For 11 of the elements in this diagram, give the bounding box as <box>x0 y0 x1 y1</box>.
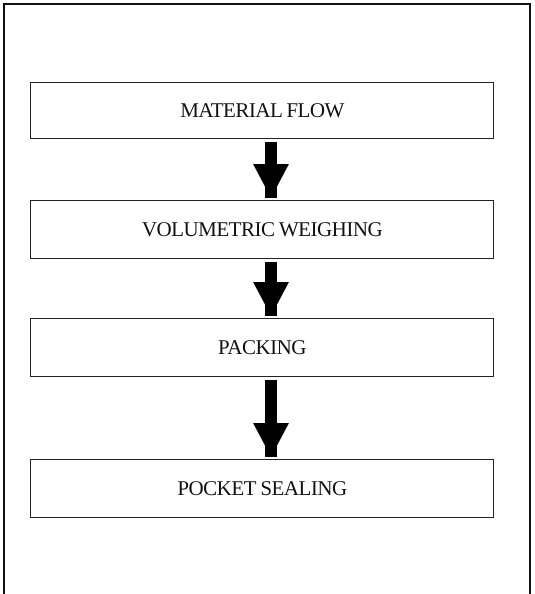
arrow <box>253 380 289 457</box>
process-box <box>30 459 494 518</box>
box-label: PACKING <box>218 335 306 360</box>
box-label: VOLUMETRIC WEIGHING <box>142 217 382 242</box>
process-box <box>30 318 494 377</box>
box-label: MATERIAL FLOW <box>180 98 344 123</box>
arrow <box>253 142 289 198</box>
box-label: POCKET SEALING <box>177 476 347 501</box>
process-box <box>30 200 494 259</box>
arrow <box>253 262 289 316</box>
process-box <box>30 82 494 139</box>
